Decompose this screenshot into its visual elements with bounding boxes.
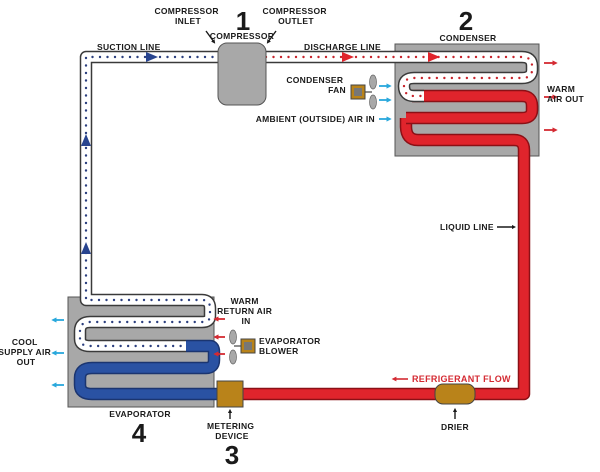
metering-device [216,380,244,408]
liquid-line [240,118,531,401]
suction-up-arrow-lower [81,242,91,254]
condenser-fan-label: CONDENSER FAN [286,75,346,95]
condenser-label: CONDENSER [439,33,496,43]
suction-flow-arrow [146,52,158,62]
evaporator-blower-icon [229,329,256,365]
suction-up-arrow-upper [81,134,91,146]
warm-air-out-label: WARM AIR OUT [547,84,585,104]
condenser-fan-icon [350,74,377,110]
drier-label: DRIER [441,422,469,432]
metering-device-label: METERING DEVICE [207,421,257,441]
condenser-coil [406,89,539,125]
drier [434,383,476,405]
step-number-condenser: 2 [459,6,473,36]
discharge-line [264,50,539,103]
compressor [217,42,267,106]
compressor-outlet-label: COMPRESSOR OUTLET [262,6,329,26]
compressor-label: COMPRESSOR [210,31,274,41]
discharge-flow-arrow-1 [342,52,354,62]
discharge-line-label: DISCHARGE LINE [304,42,381,52]
compressor-inlet-pointer [205,30,216,44]
ambient-air-in-label: AMBIENT (OUTSIDE) AIR IN [256,114,375,124]
warm-return-air-in-label: WARM RETURN AIR IN [217,296,275,326]
evaporator-blower-label: EVAPORATOR BLOWER [259,336,323,356]
step-number-compressor: 1 [236,6,250,36]
step-number-evaporator: 4 [132,418,147,448]
compressor-outlet-pointer [266,30,277,44]
cool-supply-air-out-label: COOL SUPPLY AIR OUT [0,337,54,367]
step-number-metering-device: 3 [225,440,239,470]
suction-line-label: SUCTION LINE [97,42,161,52]
compressor-inlet-label: COMPRESSOR INLET [154,6,221,26]
evaporator-coil [73,339,230,401]
suction-line [73,50,222,353]
liquid-line-label: LIQUID LINE [440,222,494,232]
refrigerant-flow-label: REFRIGERANT FLOW [412,374,511,384]
evaporator-label: EVAPORATOR [109,409,171,419]
discharge-flow-arrow-2 [428,52,440,62]
